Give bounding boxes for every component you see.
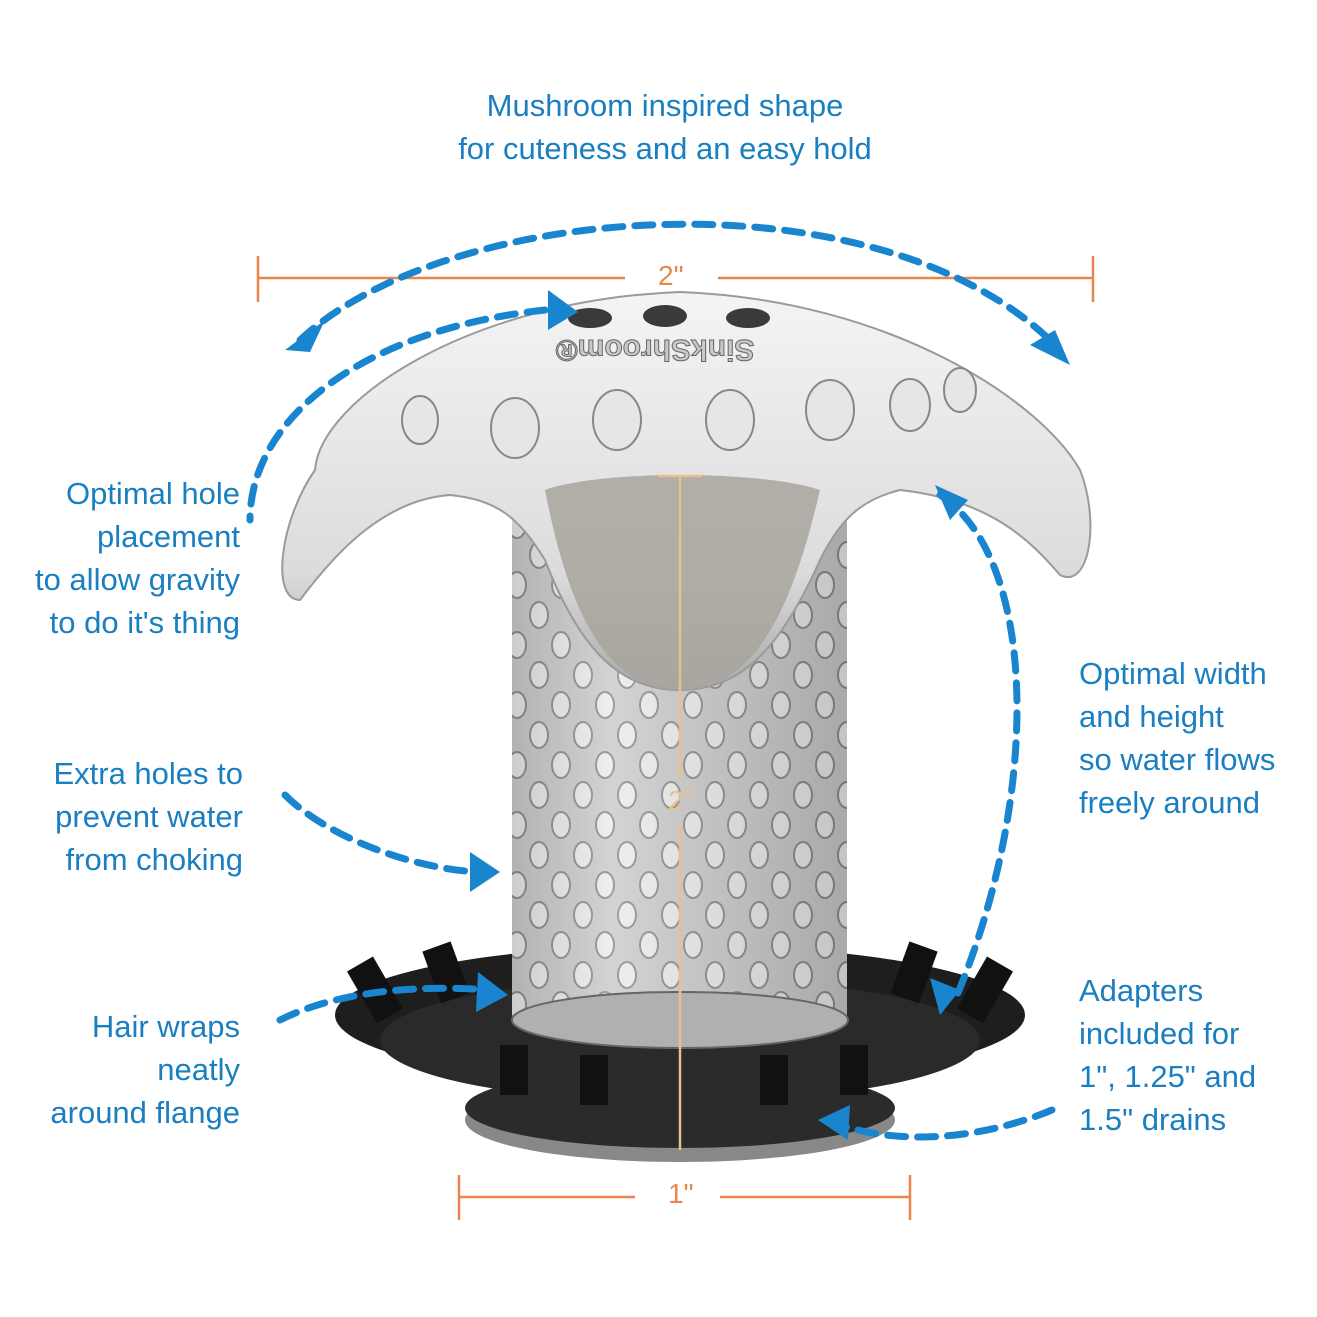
caption-line: 1.5" drains <box>1079 1102 1227 1137</box>
caption-line: Extra holes to <box>53 756 243 791</box>
caption-line: prevent water <box>55 799 243 834</box>
caption-line: included for <box>1079 1016 1240 1051</box>
caption-line: and height <box>1079 699 1224 734</box>
callout-arrows <box>246 220 1059 1141</box>
caption-line: Mushroom inspired shape <box>486 88 844 123</box>
caption-adapters: Adapters included for 1", 1.25" and 1.5"… <box>1079 969 1256 1141</box>
caption-extra-holes: Extra holes to prevent water from chokin… <box>53 752 243 881</box>
caption-line: from choking <box>65 842 243 877</box>
product-logo: SinkShroom® <box>556 333 755 366</box>
caption-line: neatly <box>157 1052 240 1087</box>
arrowheads <box>285 290 1070 1140</box>
mushroom-cap: SinkShroom® <box>281 290 1092 692</box>
caption-line: Adapters <box>1079 973 1204 1008</box>
dimension-cap-width: 2" <box>658 260 684 291</box>
caption-mushroom-shape: Mushroom inspired shape for cuteness and… <box>365 84 965 170</box>
caption-line: for cuteness and an easy hold <box>458 131 872 166</box>
caption-line: around flange <box>50 1095 240 1130</box>
caption-hole-placement: Optimal hole placement to allow gravity … <box>35 472 240 644</box>
caption-width-height: Optimal width and height so water flows … <box>1079 652 1275 824</box>
caption-line: to allow gravity <box>34 562 240 597</box>
caption-line: Optimal hole <box>65 476 240 511</box>
caption-line: so water flows <box>1079 742 1276 777</box>
caption-line: placement <box>96 519 240 554</box>
caption-line: to do it's thing <box>49 605 240 640</box>
caption-line: Optimal width <box>1079 656 1267 691</box>
caption-line: Hair wraps <box>91 1009 240 1044</box>
caption-hair-wraps: Hair wraps neatly around flange <box>50 1005 240 1134</box>
dimension-lines <box>256 256 1095 1220</box>
caption-line: freely around <box>1079 785 1260 820</box>
dimension-base-width: 1" <box>668 1178 694 1209</box>
caption-line: 1", 1.25" and <box>1079 1059 1257 1094</box>
dimension-height: 2" <box>668 785 694 816</box>
